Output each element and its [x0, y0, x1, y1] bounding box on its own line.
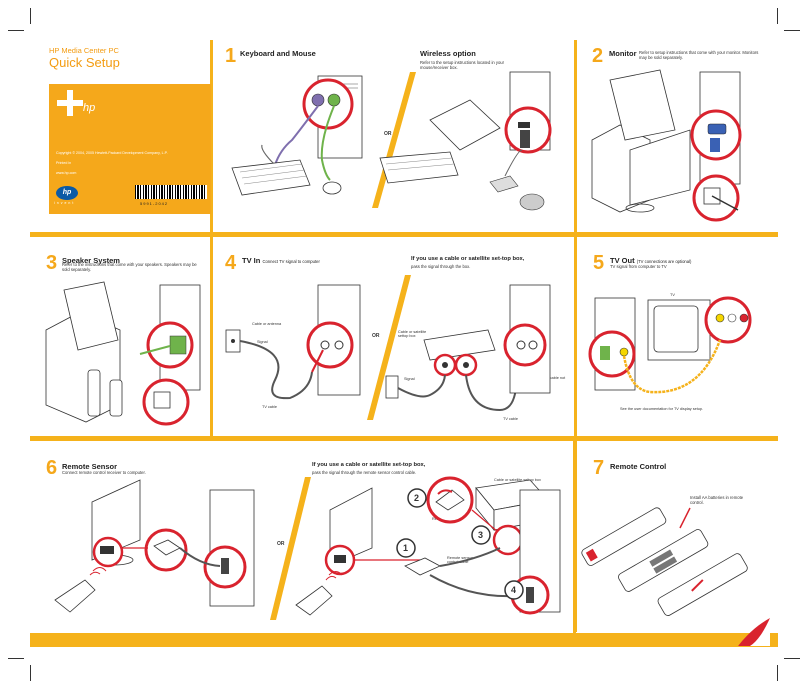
step7-illustration [0, 0, 808, 689]
